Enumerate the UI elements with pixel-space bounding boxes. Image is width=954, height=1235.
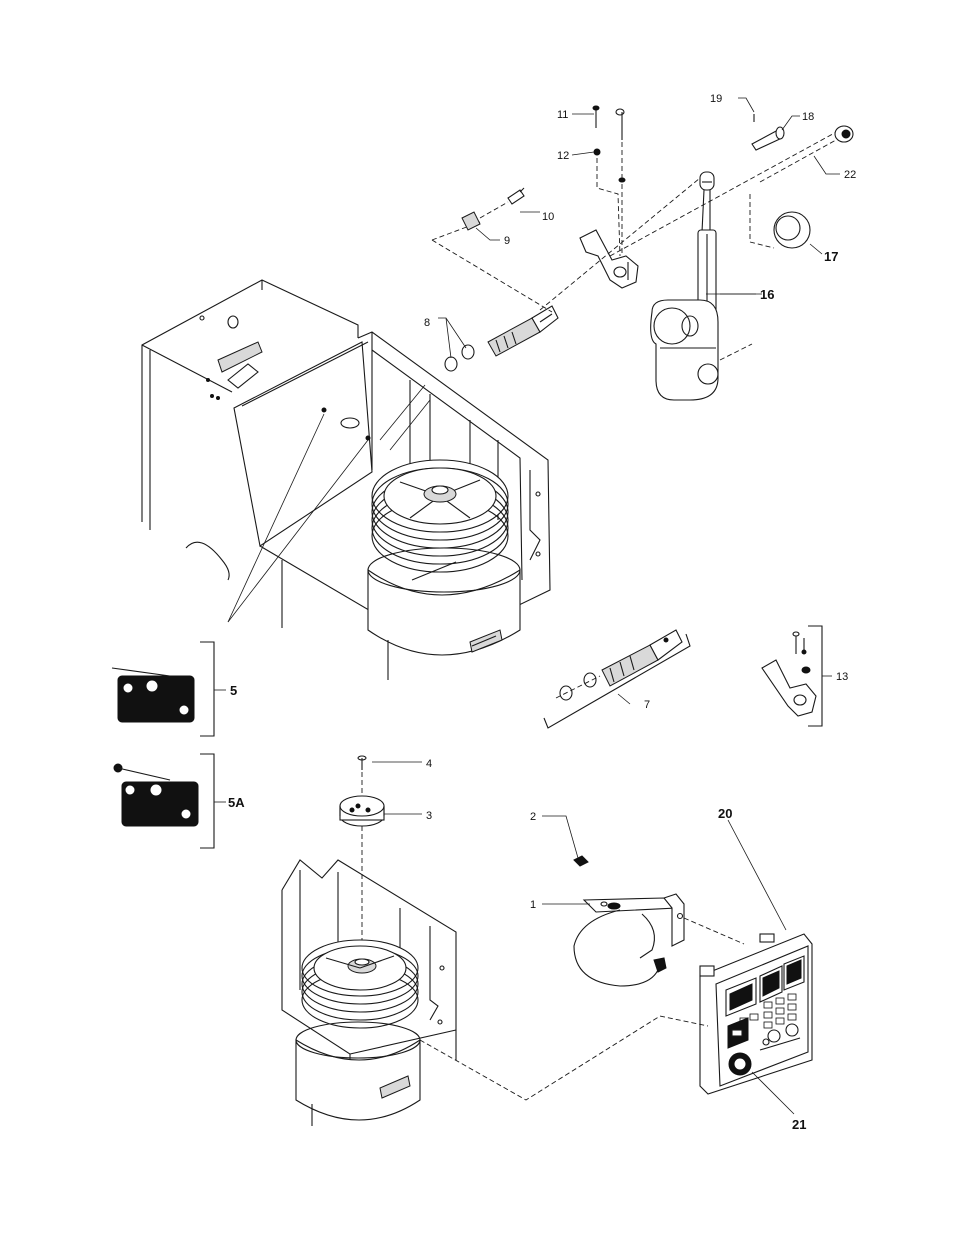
callout-10: 10: [542, 211, 554, 223]
callout-5: 5: [230, 683, 237, 698]
callout-20: 20: [718, 806, 732, 821]
callout-11: 11: [557, 109, 568, 121]
lever-kit-13: [762, 626, 822, 726]
callout-1: 1: [530, 899, 536, 911]
shaft-assembly-8: [438, 306, 558, 371]
upper-housing: [142, 280, 550, 680]
callout-18: 18: [802, 111, 814, 123]
callout-13: 13: [836, 671, 848, 683]
callout-12: 12: [557, 150, 569, 162]
callout-19: 19: [710, 93, 722, 105]
callout-5a: 5A: [228, 795, 245, 810]
callout-4: 4: [426, 758, 432, 770]
callout-16: 16: [760, 287, 774, 302]
callout-2: 2: [530, 811, 536, 823]
actuator-16: [540, 130, 840, 400]
callout-8: 8: [424, 317, 430, 329]
callout-3: 3: [426, 810, 432, 822]
callout-9: 9: [504, 235, 510, 247]
micro-switch-5a: [114, 754, 214, 848]
callout-17: 17: [824, 249, 838, 264]
sensor-bracket-1: [574, 856, 744, 986]
callout-7: 7: [644, 699, 650, 711]
callout-21: 21: [792, 1117, 806, 1132]
callout-22: 22: [844, 169, 856, 181]
shaft-assembly-7: [544, 630, 690, 728]
control-panel-20: [420, 934, 812, 1100]
upper-right-parts: [738, 98, 853, 254]
lever-assembly: [432, 106, 638, 312]
micro-switch-5: [112, 642, 214, 736]
